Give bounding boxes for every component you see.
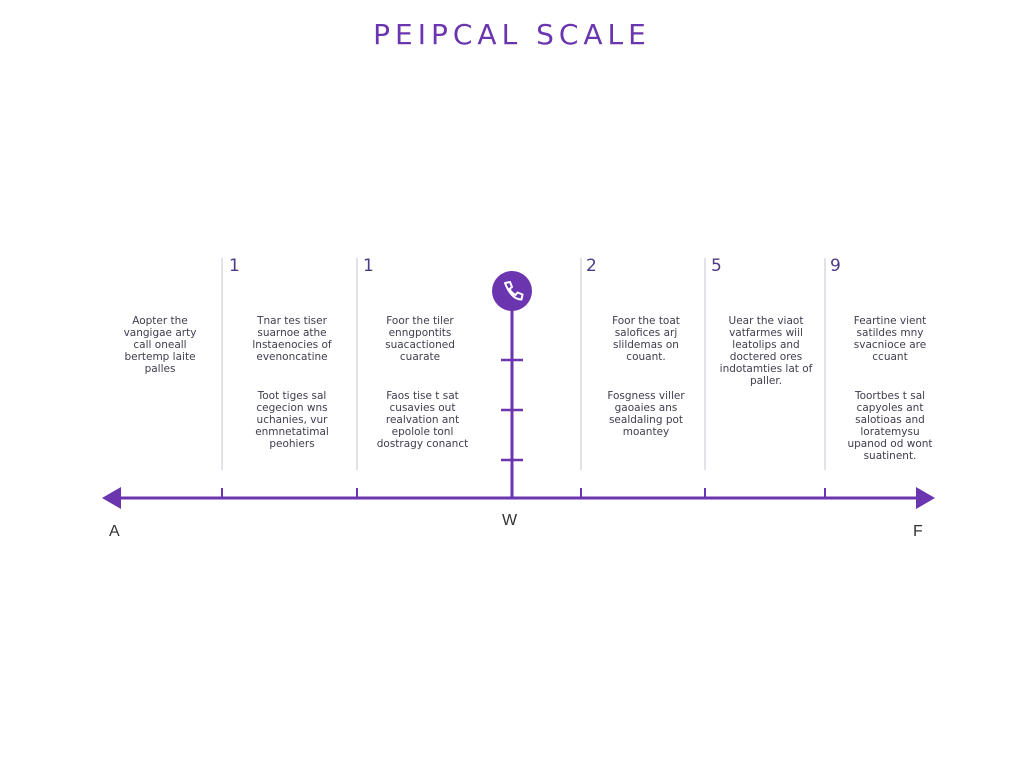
column-note: Aopter the vangigae arty call oneall ber… [123, 315, 197, 375]
column-note: Feartine vient satildes mny svacnioce ar… [853, 315, 927, 363]
axis-label-right: F [913, 523, 923, 540]
column-note: Foor the toat salofices arj slildemas on… [612, 315, 680, 363]
column-number: 2 [586, 256, 597, 276]
column-number: 1 [229, 256, 240, 276]
column-note: Fosgness viller gaoaies ans sealdaling p… [607, 390, 685, 438]
column-number: 5 [711, 256, 722, 276]
column-number: 1 [363, 256, 374, 276]
column-note: Toot tiges sal cegecion wns uchanies, vu… [255, 390, 329, 450]
axis-arrow-left [102, 487, 121, 509]
phone-icon [504, 281, 524, 301]
column-note: Foor the tiler enngpontits suacactioned … [385, 315, 455, 363]
column-note: Tnar tes tiser suarnoe athe lnstaenocies… [252, 315, 332, 363]
column-number: 9 [830, 256, 841, 276]
column-note: Uear the viaot vatfarmes wiil leatolips … [719, 315, 813, 387]
axis-label-center: W [502, 512, 518, 529]
center-marker [492, 271, 532, 311]
diagram-title: PEIPCAL SCALE [373, 18, 651, 51]
axis-arrow-right [916, 487, 935, 509]
column-note: Toortbes t sal capyoles ant salotioas an… [847, 390, 933, 462]
column-note: Faos tise t sat cusavies out realvation … [376, 390, 469, 450]
axis-label-left: A [109, 523, 120, 540]
